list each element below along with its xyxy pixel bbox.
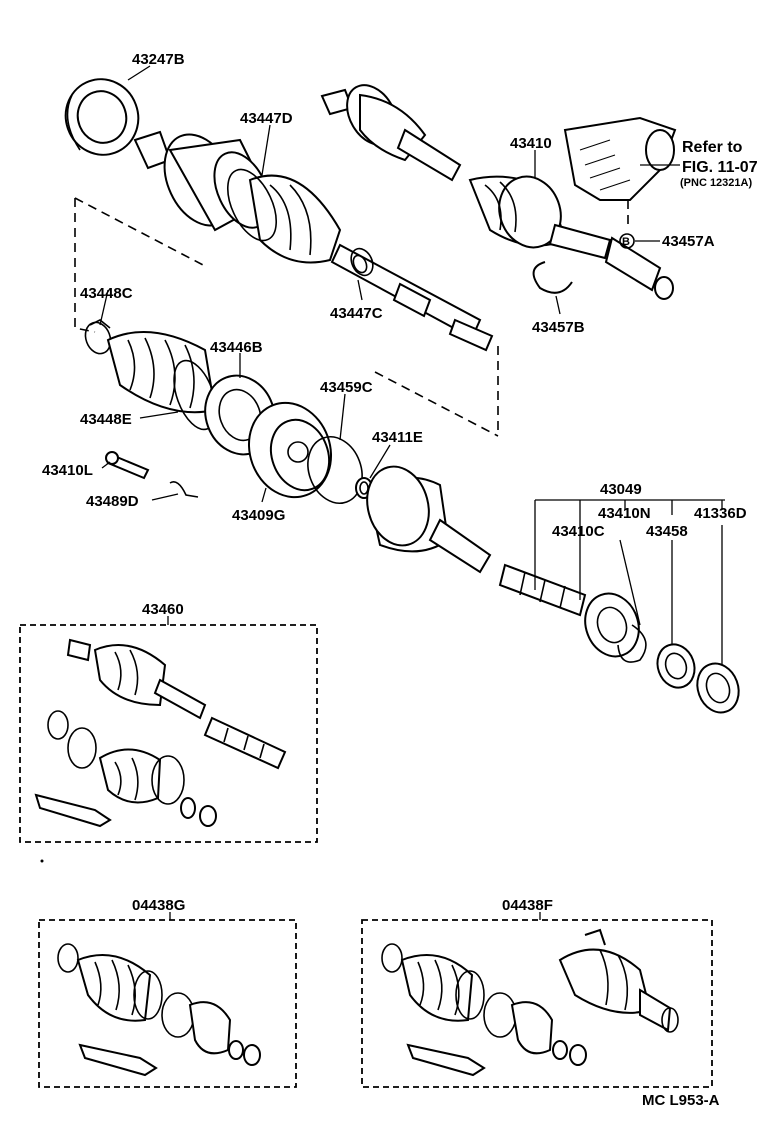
label-43409g: 43409G (232, 507, 285, 524)
label-43457a: 43457A (662, 233, 715, 250)
label-43447d: 43447D (240, 110, 293, 127)
b-marker-icon (619, 233, 635, 249)
label-43049: 43049 (600, 481, 642, 498)
label-43410l: 43410L (42, 462, 93, 479)
kit-43460-frame (19, 624, 318, 843)
label-43459c: 43459C (320, 379, 373, 396)
label-43446b: 43446B (210, 339, 263, 356)
label-43448c: 43448C (80, 285, 133, 302)
right-shaft-assembly (320, 84, 677, 300)
kit-43460-parts (34, 638, 287, 828)
label-43457b: 43457B (532, 319, 585, 336)
label-43448e: 43448E (80, 411, 132, 428)
kit-04438g-frame (38, 919, 297, 1088)
inboard-joint (366, 465, 740, 714)
reference-line-2: FIG. 11-07 (682, 159, 758, 176)
label-43458: 43458 (646, 523, 688, 540)
kit-04438f-frame (361, 919, 713, 1088)
label-04438g: 04438G (132, 897, 185, 914)
grouping-dashed-lines (74, 197, 499, 437)
label-43247b: 43247B (132, 51, 185, 68)
figure-code: MC L953-A (642, 1092, 720, 1109)
label-41336d: 41336D (694, 505, 747, 522)
reference-note: Refer to FIG. 11-07 (PNC 12321A) (680, 139, 758, 189)
inner-joint-kit (84, 319, 373, 504)
label-43410n: 43410N (598, 505, 651, 522)
kit-04438g-parts (57, 943, 261, 1077)
seal-43247b-drawing (64, 78, 140, 156)
label-43447c: 43447C (330, 305, 383, 322)
outer-shaft-assembly (133, 130, 494, 352)
kit-04438f-parts (381, 928, 679, 1077)
label-43460: 43460 (142, 601, 184, 618)
b-marker-letter: B (622, 236, 630, 248)
reference-line-3: (PNC 12321A) (680, 177, 752, 189)
label-43410c: 43410C (552, 523, 605, 540)
label-04438f: 04438F (502, 897, 553, 914)
label-43410: 43410 (510, 135, 552, 152)
label-43489d: 43489D (86, 493, 139, 510)
label-43411e: 43411E (372, 429, 423, 446)
callout-43049-bracket (534, 499, 725, 665)
reference-line-1: Refer to (682, 139, 743, 156)
stray-dot (40, 859, 44, 863)
